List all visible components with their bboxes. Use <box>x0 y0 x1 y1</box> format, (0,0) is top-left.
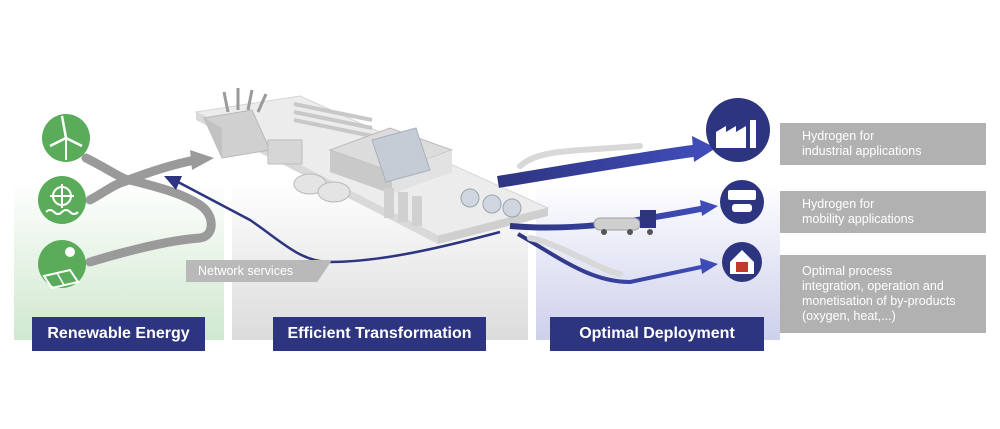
mobility-callout: Hydrogen for mobility applications <box>780 191 986 233</box>
network-services-label: Network services <box>186 260 332 282</box>
process-line-3: monetisation of by-products <box>802 294 956 308</box>
industrial-line-1: Hydrogen for <box>802 129 875 143</box>
process-callout: Optimal process integration, operation a… <box>780 255 986 333</box>
mobility-line-1: Hydrogen for <box>802 197 875 211</box>
solar-panel-icon <box>38 240 86 290</box>
bus-car-icon <box>720 180 764 224</box>
house-heater-icon <box>722 242 762 282</box>
efficient-transformation-label: Efficient Transformation <box>273 317 486 351</box>
process-line-1: Optimal process <box>802 264 893 278</box>
factory-icon <box>706 98 770 162</box>
wind-turbine-icon <box>42 114 90 162</box>
network-services-line <box>177 180 501 264</box>
renewable-energy-label: Renewable Energy <box>32 317 205 351</box>
renewable-input-flows <box>81 153 216 267</box>
process-line-2: integration, operation and <box>802 279 944 293</box>
mobility-line-2: mobility applications <box>802 212 914 226</box>
input-arrow-head <box>190 150 214 170</box>
optimal-deployment-label: Optimal Deployment <box>550 317 764 351</box>
water-turbine-icon <box>38 176 86 224</box>
industrial-line-2: industrial applications <box>802 144 922 158</box>
network-services-arrowhead <box>164 176 182 190</box>
industrial-callout: Hydrogen for industrial applications <box>780 123 986 165</box>
plant-illustration <box>194 88 550 244</box>
pipelines <box>517 143 643 277</box>
hydrogen-truck <box>593 210 656 235</box>
output-arrows <box>497 136 718 285</box>
process-line-4: (oxygen, heat,...) <box>802 309 896 323</box>
